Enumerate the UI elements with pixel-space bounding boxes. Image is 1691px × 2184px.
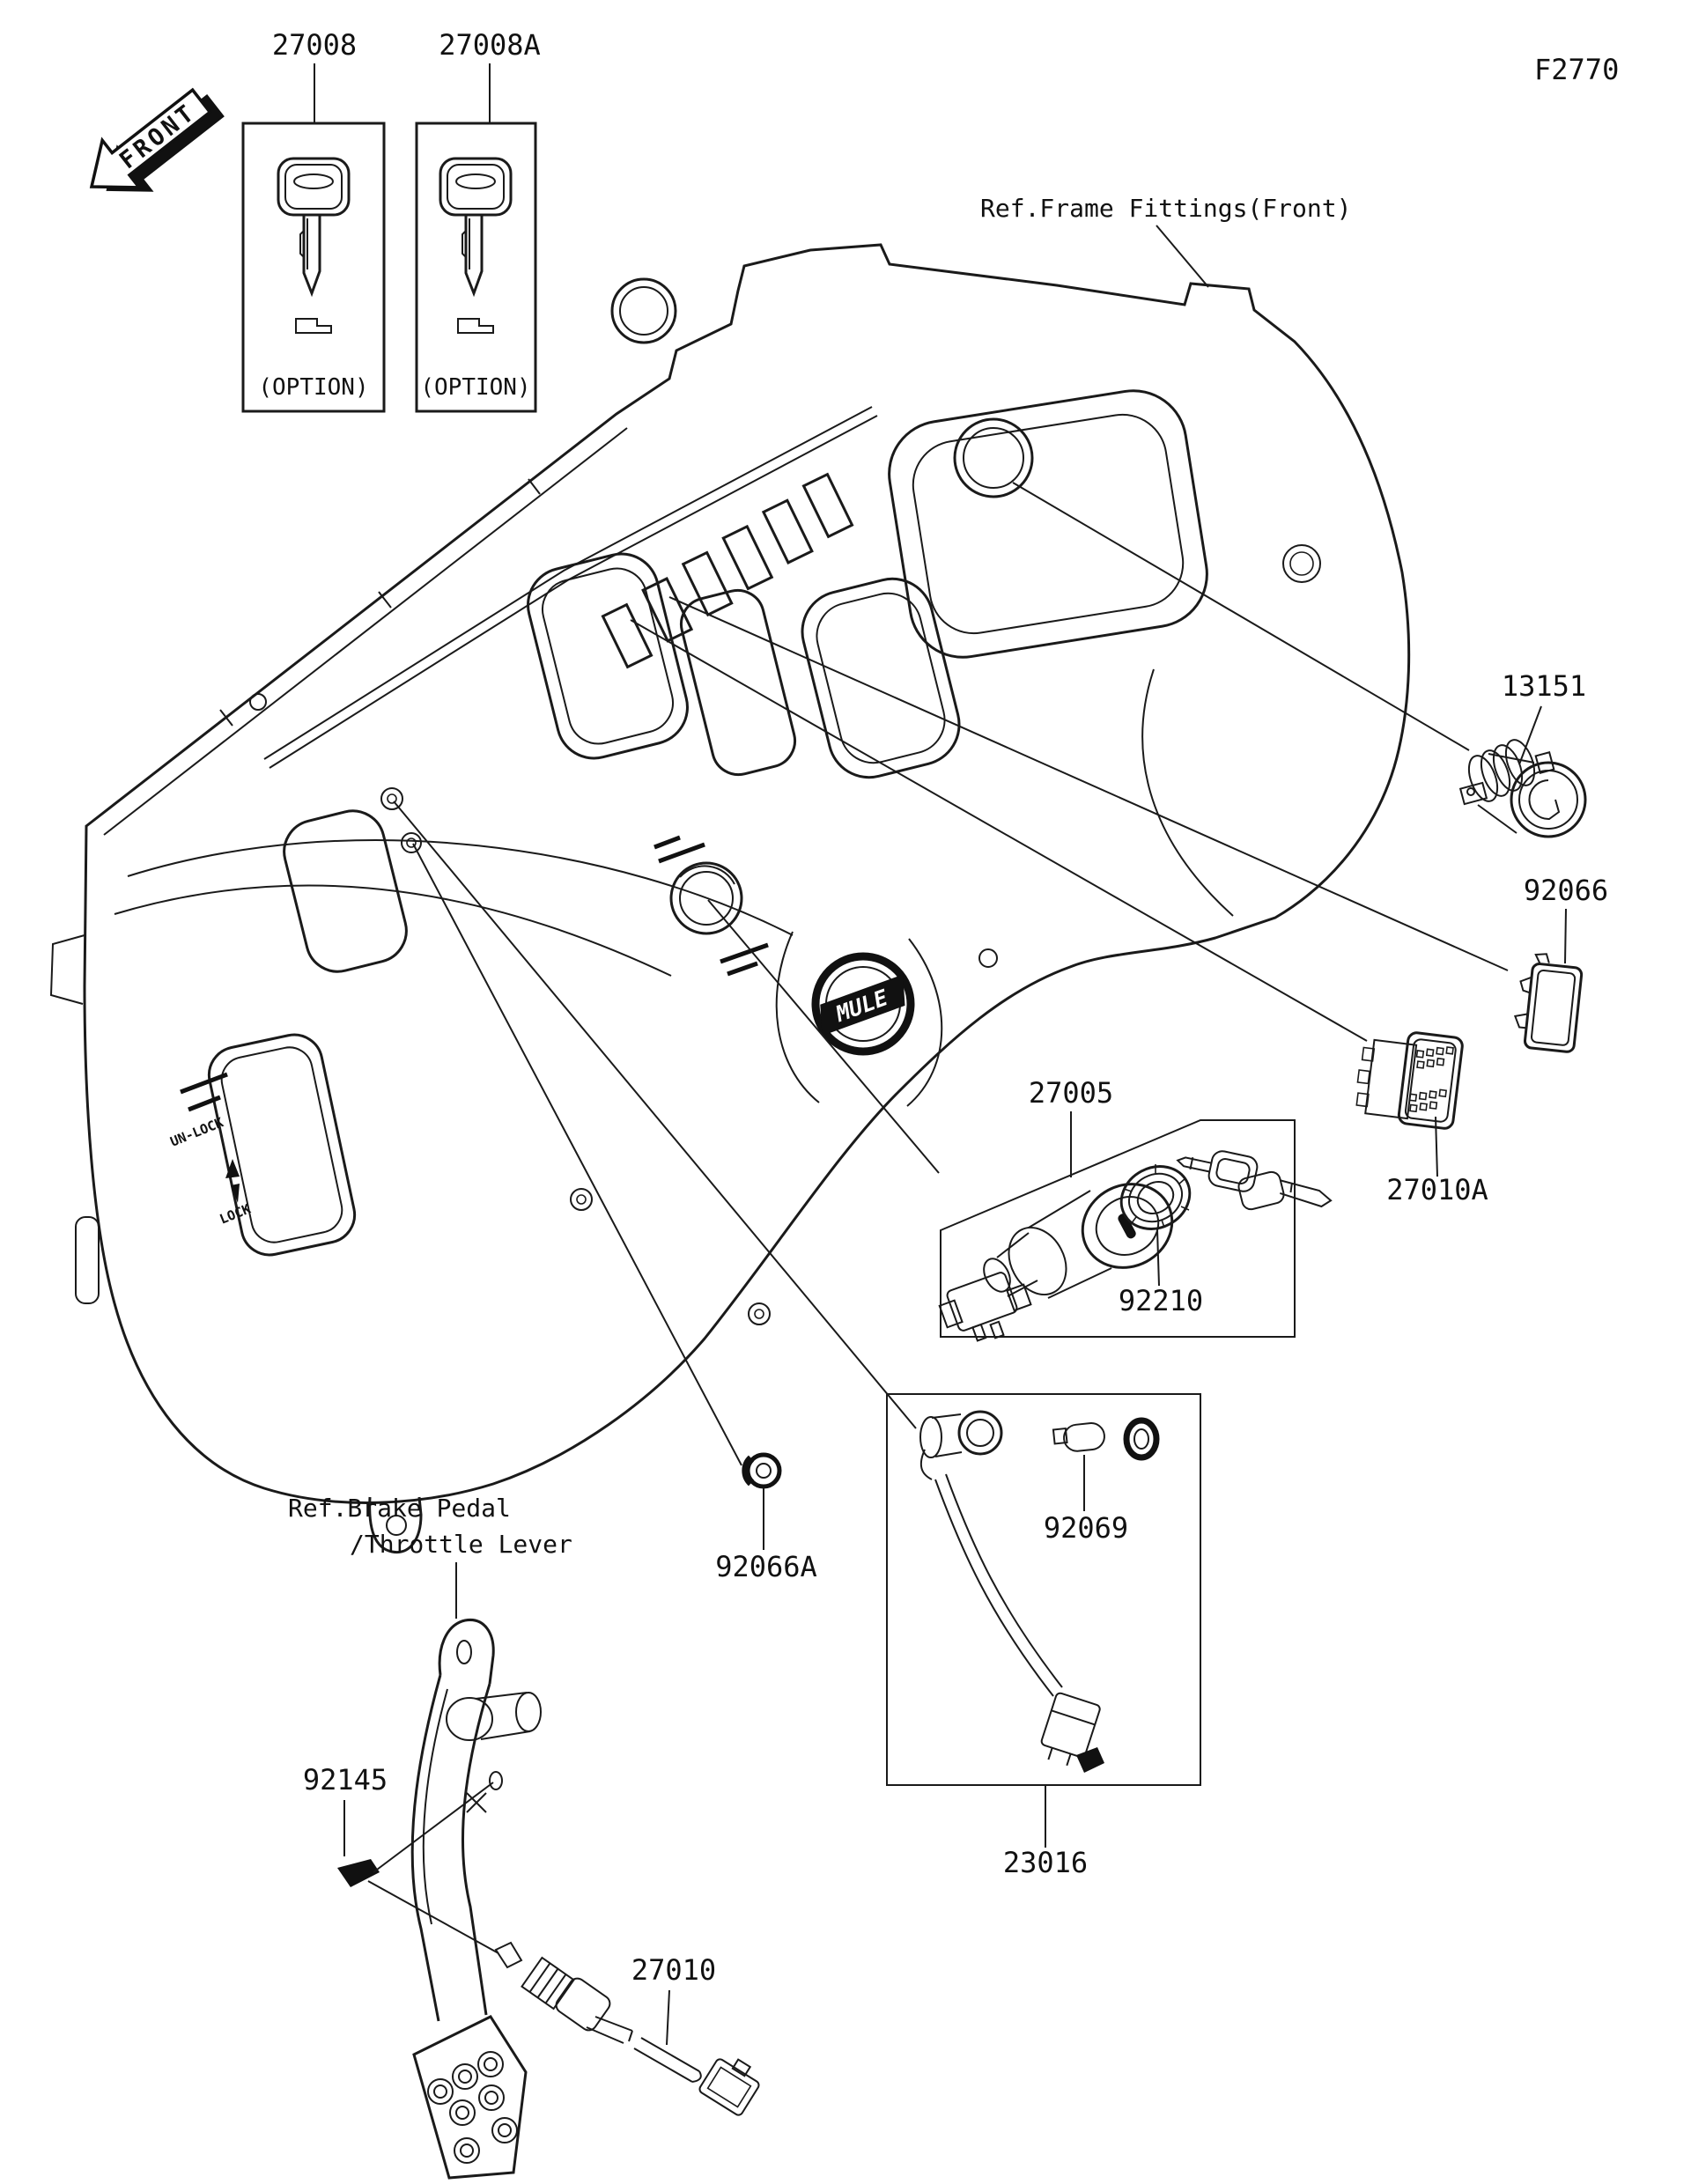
lock-label: LOCK (218, 1200, 253, 1227)
option-key-box-27008A: 27008A (OPTION) (415, 28, 541, 413)
detail-box-27005 (940, 1119, 1296, 1338)
front-direction-arrow: FRONT (89, 87, 225, 192)
brake-pedal-drawing (410, 1618, 542, 2180)
leader-27010A (1435, 1116, 1438, 1177)
part-27005-ignition-switch-group: 27005 9221 (938, 1076, 1333, 1342)
switch-blank-openings (601, 472, 854, 669)
part-label-27008A: 27008A (439, 28, 541, 62)
leader-92066 (1564, 908, 1567, 964)
ref-frame-fittings: Ref.Frame Fittings(Front) (980, 194, 1351, 223)
clip-pointer-lines (367, 1782, 499, 1954)
part-label-27005: 27005 (1029, 1076, 1113, 1110)
part-label-92066: 92066 (1524, 874, 1608, 907)
leader-92210 (1156, 1228, 1160, 1287)
part-92069-bulb: 92069 (1044, 1422, 1128, 1545)
pointer-lines (393, 482, 1509, 1466)
leader-frame-fittings (1156, 225, 1209, 288)
screw-holes (249, 693, 998, 1325)
part-92210-ring: 92210 (1119, 1164, 1203, 1317)
part-13151-accessory-socket: 13151 (1458, 669, 1587, 838)
part-label-27010: 27010 (631, 1953, 716, 1987)
part-label-92069: 92069 (1044, 1511, 1128, 1545)
ref-brake-pedal-line1: Ref.Brake Pedal (288, 1494, 511, 1523)
part-label-13151: 13151 (1502, 669, 1586, 703)
mule-badge: MULE (811, 952, 915, 1056)
part-27010A-rocker-switch: 27010A (1355, 1031, 1488, 1206)
part-label-92066A: 92066A (715, 1550, 817, 1583)
leader-13151 (1518, 705, 1542, 765)
unlock-label: UN-LOCK (168, 1114, 225, 1149)
part-92066-switch-blank: 92066 (1513, 874, 1608, 1053)
dashboard-drawing: UN-LOCK LOCK MULE (49, 243, 1411, 1554)
ref-brake-pedal-line2: /Throttle Lever (350, 1530, 572, 1559)
part-92145-clip: 92145 (303, 1763, 499, 1954)
small-print-marks (180, 835, 769, 1112)
option-caption-2: (OPTION) (420, 374, 530, 401)
leader-27010 (666, 1989, 670, 2046)
part-label-92145: 92145 (303, 1763, 388, 1797)
option-caption-1: (OPTION) (258, 374, 368, 401)
part-label-27008: 27008 (272, 28, 357, 62)
part-27010-plunger-switch: 27010 (494, 1941, 760, 2116)
ignition-keys (1176, 1150, 1333, 1211)
option-key-box-27008: 27008 (OPTION) (241, 28, 386, 413)
part-92066A-grommet: 92066A (715, 1452, 817, 1583)
detail-box-23016 (886, 1393, 1201, 1786)
part-23016-socket-assembly: 92069 23016 (886, 1393, 1201, 1879)
part-label-23016: 23016 (1003, 1846, 1088, 1879)
figure-code: F2770 (1534, 53, 1619, 86)
part-label-92210: 92210 (1119, 1284, 1203, 1317)
part-label-27010A: 27010A (1386, 1173, 1488, 1206)
